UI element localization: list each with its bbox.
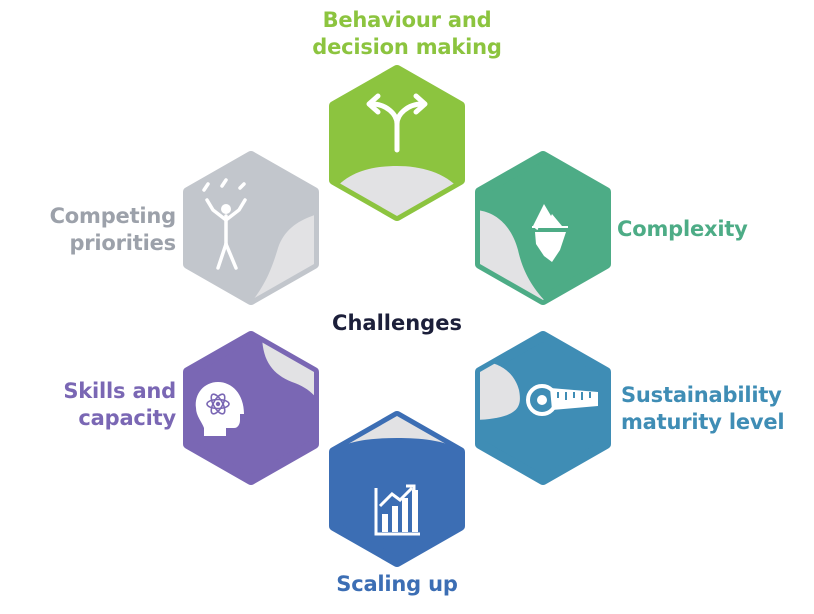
center-title: Challenges bbox=[332, 311, 462, 335]
label-line: decision making bbox=[312, 35, 502, 59]
juggler-icon bbox=[202, 178, 247, 270]
label-line: Skills and bbox=[63, 379, 176, 403]
label-line: maturity level bbox=[621, 410, 785, 434]
label-line: Sustainability bbox=[621, 383, 782, 407]
iceberg-icon bbox=[532, 204, 568, 262]
label-competing: Competing priorities bbox=[36, 203, 177, 257]
label-line: Competing bbox=[49, 204, 177, 228]
hexagon-overlay bbox=[480, 360, 520, 420]
label-behaviour: Behaviour and decision making bbox=[297, 7, 517, 61]
hexagon-competing bbox=[183, 151, 319, 305]
label-line: capacity bbox=[78, 406, 176, 430]
hexagon-behaviour bbox=[329, 65, 465, 221]
hexagon-scaling bbox=[329, 411, 465, 567]
hexagon-complexity bbox=[475, 151, 611, 305]
label-line: Complexity bbox=[617, 217, 748, 241]
label-maturity: Sustainability maturity level bbox=[621, 382, 785, 436]
label-skills: Skills and capacity bbox=[52, 378, 176, 432]
fork-arrows-icon bbox=[366, 93, 428, 153]
label-complexity: Complexity bbox=[617, 216, 748, 243]
head-atom-icon bbox=[195, 382, 244, 436]
label-line: priorities bbox=[69, 231, 176, 255]
hexagon-maturity bbox=[475, 331, 611, 485]
label-line: Scaling up bbox=[336, 572, 458, 596]
hexagon-shape bbox=[329, 411, 465, 567]
bar-chart-growth-icon bbox=[374, 484, 420, 536]
hexagon-skills bbox=[183, 331, 319, 485]
label-line: Behaviour and bbox=[322, 8, 492, 32]
label-scaling: Scaling up bbox=[327, 571, 467, 598]
measuring-tape-icon bbox=[526, 384, 598, 416]
